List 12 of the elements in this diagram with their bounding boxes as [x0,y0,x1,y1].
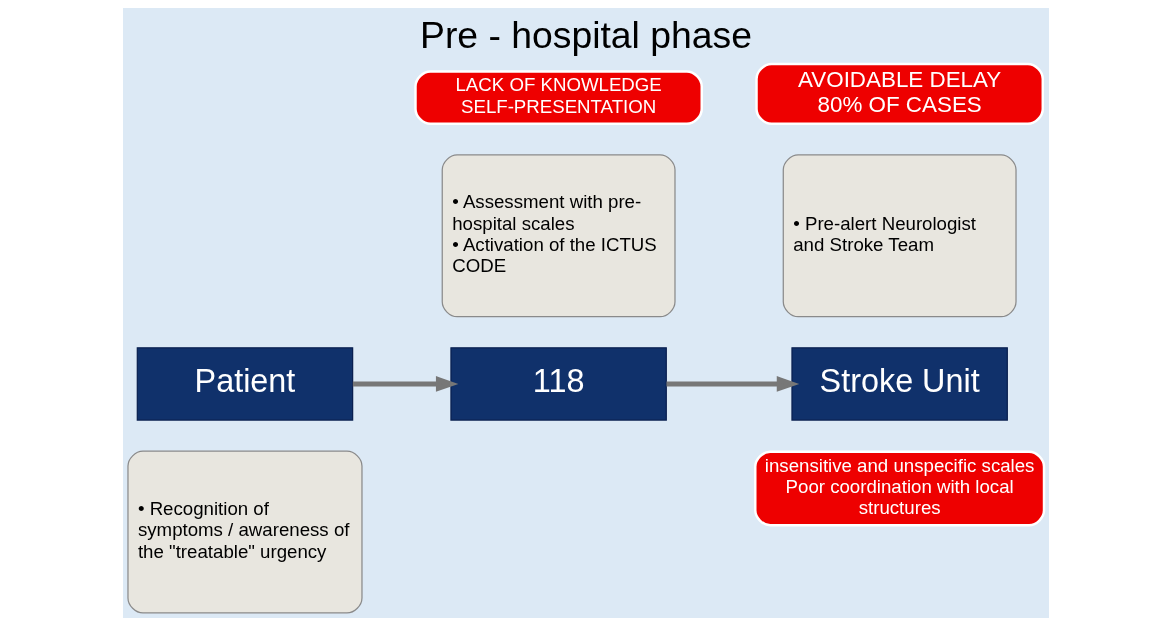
node-box: insensitive and unspecific scales Poor coordination with local structures [753,450,1045,527]
node-box: • Recognition of symptoms / awareness of the "treatable" urgency [126,450,363,614]
node-box: • Pre-alert Neurologist and Stroke Team [782,154,1017,318]
node-box: Patient [136,347,353,421]
node-box: • Assessment with pre-hospital scales • Activation of the ICTUS CODE [441,154,676,318]
diagram-title: Pre - hospital phase [419,13,752,56]
node-box: LACK OF KNOWLEDGE SELF-PRESENTATION [413,70,703,126]
node-box: AVOIDABLE DELAY 80% OF CASES [754,62,1044,126]
arrow [666,376,799,392]
arrow [352,376,458,392]
node-box: 118 [449,347,667,421]
node-box: Stroke Unit [790,347,1008,421]
